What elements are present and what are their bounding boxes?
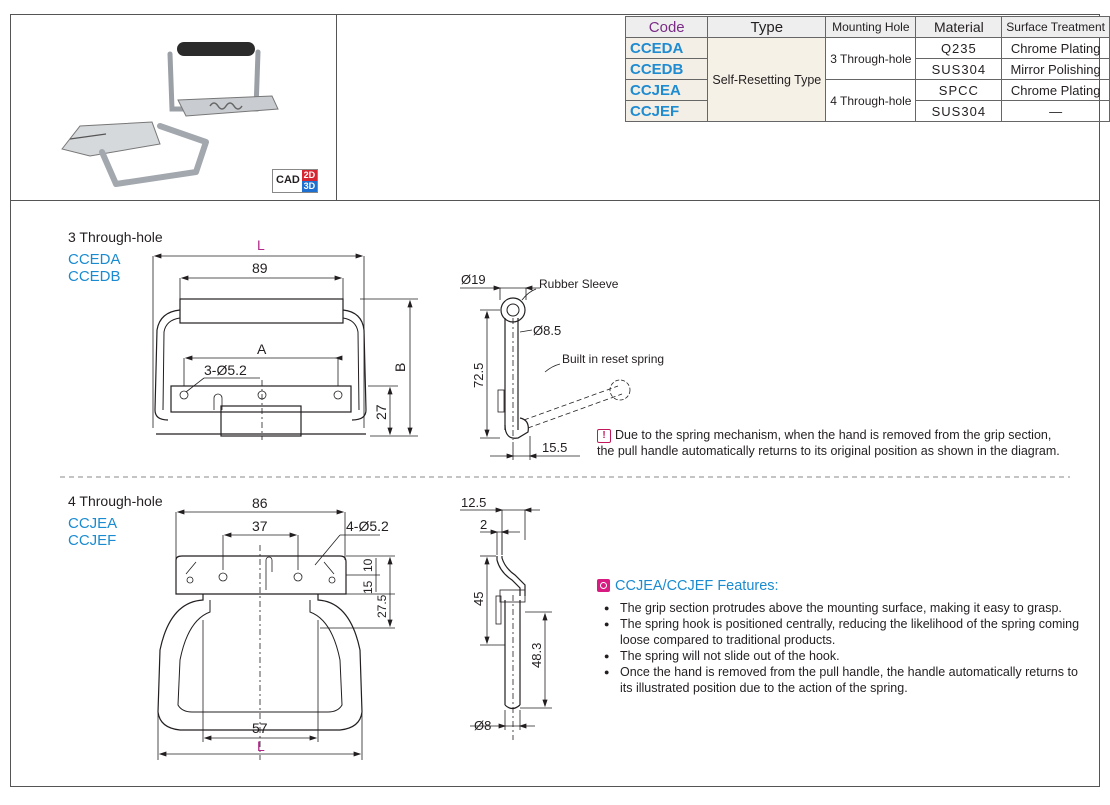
section4-title: 4 Through-hole xyxy=(68,493,163,509)
cad-label: CAD xyxy=(276,174,300,186)
dim-10: 10 xyxy=(361,558,375,572)
list-item: The spring will not slide out of the hoo… xyxy=(600,648,1090,664)
dim-86: 86 xyxy=(252,495,268,511)
row-code[interactable]: CCJEF xyxy=(624,100,709,122)
header-mounting-hole: Mounting Hole xyxy=(825,16,917,38)
dim-A: A xyxy=(257,341,267,357)
cad-2d[interactable]: 2D xyxy=(301,170,317,181)
dim-4-holes: 4-Ø5.2 xyxy=(346,518,389,534)
note-text: Due to the spring mechanism, when the ha… xyxy=(597,428,1060,458)
hole-cell-4: 4 Through-hole xyxy=(825,79,917,122)
rubber-sleeve-photo xyxy=(177,42,255,56)
dim-125: 12.5 xyxy=(461,495,486,510)
row-surface: Chrome Plating xyxy=(1001,79,1110,101)
row-code[interactable]: CCEDA xyxy=(624,37,709,59)
header-separator xyxy=(10,200,1100,201)
table-row: CCEDB SUS304 Mirror Polishing xyxy=(624,58,1110,80)
label-reset-spring: Built in reset spring xyxy=(562,352,664,366)
spec-table: Code Type Mounting Hole Material Surface… xyxy=(624,16,1110,122)
row-surface: Mirror Polishing xyxy=(1001,58,1110,80)
header-surface: Surface Treatment xyxy=(1001,16,1110,38)
table-row: CCJEA 4 Through-hole SPCC Chrome Plating xyxy=(624,79,1110,122)
dim-275: 27.5 xyxy=(375,594,389,618)
row-material: SUS304 xyxy=(915,100,1003,122)
section3-code-1: CCEDA xyxy=(68,251,121,268)
dim-57: 57 xyxy=(252,720,268,736)
dim-2: 2 xyxy=(480,517,487,532)
row-surface: — xyxy=(1001,100,1110,122)
features-list: The grip section protrudes above the mou… xyxy=(600,600,1090,696)
dim-L-bottom: L xyxy=(257,738,265,754)
list-item: The spring hook is positioned centrally,… xyxy=(600,616,1090,648)
feature-marker-icon xyxy=(597,579,610,592)
list-item: The grip section protrudes above the mou… xyxy=(600,600,1090,616)
dim-L-top: L xyxy=(257,237,265,253)
section-divider xyxy=(60,476,1070,478)
header-type: Type xyxy=(707,16,827,38)
label-rubber-sleeve: Rubber Sleeve xyxy=(539,277,619,291)
dim-d8: Ø8 xyxy=(474,718,491,733)
dim-d19: Ø19 xyxy=(461,272,486,287)
table-row: CCEDA Self-Resetting Type 3 Through-hole… xyxy=(624,37,1110,122)
features-title: CCJEA/CCJEF Features: xyxy=(597,578,779,594)
hole-cell-3: 3 Through-hole xyxy=(825,37,917,80)
dim-d85: Ø8.5 xyxy=(533,323,561,338)
dim-B: B xyxy=(392,363,408,372)
dim-37: 37 xyxy=(252,518,268,534)
row-code[interactable]: CCEDB xyxy=(624,58,709,80)
features-title-text: CCJEA/CCJEF Features: xyxy=(615,578,779,594)
table-row: CCJEF SUS304 — xyxy=(624,100,1110,122)
dim-483: 48.3 xyxy=(529,643,544,668)
section4-code-1: CCJEA xyxy=(68,515,118,532)
row-material: Q235 xyxy=(915,37,1003,59)
dim-45: 45 xyxy=(471,592,486,606)
dim-89: 89 xyxy=(252,260,268,276)
list-item: Once the hand is removed from the pull h… xyxy=(600,664,1090,696)
section4-code-2: CCJEF xyxy=(68,532,117,549)
header-code: Code xyxy=(624,16,709,38)
row-code[interactable]: CCJEA xyxy=(624,79,709,101)
dim-15: 15 xyxy=(361,580,375,594)
header-material: Material xyxy=(915,16,1003,38)
type-cell: Self-Resetting Type xyxy=(707,37,827,122)
cad-3d[interactable]: 3D xyxy=(301,181,317,192)
product-photo xyxy=(61,42,279,187)
dim-27: 27 xyxy=(373,404,389,420)
section3-title: 3 Through-hole xyxy=(68,229,163,245)
drawing-frame xyxy=(10,14,1100,787)
spring-note: !Due to the spring mechanism, when the h… xyxy=(597,427,1067,459)
product-photo-box xyxy=(10,14,337,201)
dim-725: 72.5 xyxy=(471,363,486,388)
dim-3-holes: 3-Ø5.2 xyxy=(204,362,247,378)
dim-155: 15.5 xyxy=(542,440,567,455)
row-surface: Chrome Plating xyxy=(1001,37,1110,59)
section3-code-2: CCEDB xyxy=(68,268,121,285)
